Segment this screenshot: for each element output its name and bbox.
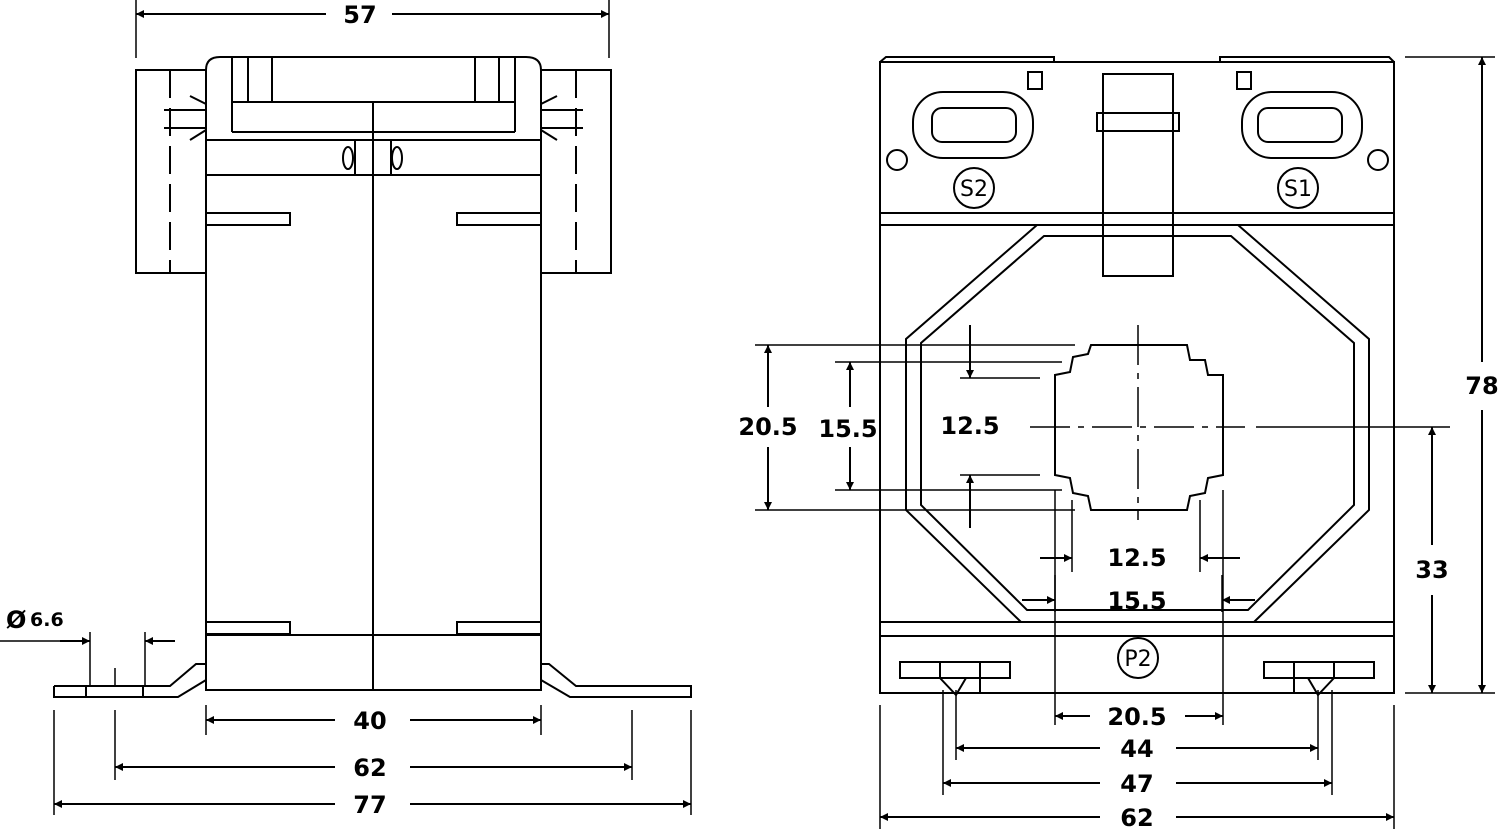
dim-44-label: 44 [1120,735,1153,763]
terminal-p2-label: P2 [1124,647,1151,672]
center-clip [1102,73,1174,277]
side-view-dimension-labels: 57 40 62 77 Ø 6.6 [6,1,387,819]
octagon-inner [920,235,1355,611]
dim-62-front-label: 62 [1120,804,1153,829]
front-view-dimensions [755,56,1495,829]
front-body [879,61,1395,694]
dim-12-5-horizontal-label: 12.5 [1107,544,1166,572]
diameter-symbol: Ø [6,606,26,634]
side-view-dimensions [0,0,692,815]
terminal-slot-s2 [912,91,1034,159]
side-view [53,56,692,698]
dim-62-side-label: 62 [353,754,386,782]
front-view-labels: S2 S1 P2 20.5 15.5 12.5 12.5 15.5 20.5 4… [738,177,1498,829]
terminal-s2-label: S2 [960,177,988,202]
foot-plate [53,663,692,698]
top-cap [205,56,542,141]
dim-57-label: 57 [343,1,376,29]
dim-40-label: 40 [353,707,386,735]
dim-20-5-horizontal-label: 20.5 [1107,703,1166,731]
dim-20-5-vertical-label: 20.5 [738,413,797,441]
center-window [1054,344,1224,511]
dim-12-5-vertical-label: 12.5 [940,412,999,440]
dim-47-label: 47 [1120,770,1153,798]
front-view-centerlines [1030,325,1450,520]
dim-33-label: 33 [1415,556,1448,584]
dim-hole-diameter-label: 6.6 [30,609,64,631]
front-view [879,56,1395,697]
dim-15-5-vertical-label: 15.5 [818,415,877,443]
terminal-s1-label: S1 [1284,177,1312,202]
octagon-outer [905,224,1370,623]
dim-78-label: 78 [1465,372,1498,400]
terminal-slot-s1 [1241,91,1363,159]
dim-15-5-horizontal-label: 15.5 [1107,587,1166,615]
dim-77-label: 77 [353,791,386,819]
